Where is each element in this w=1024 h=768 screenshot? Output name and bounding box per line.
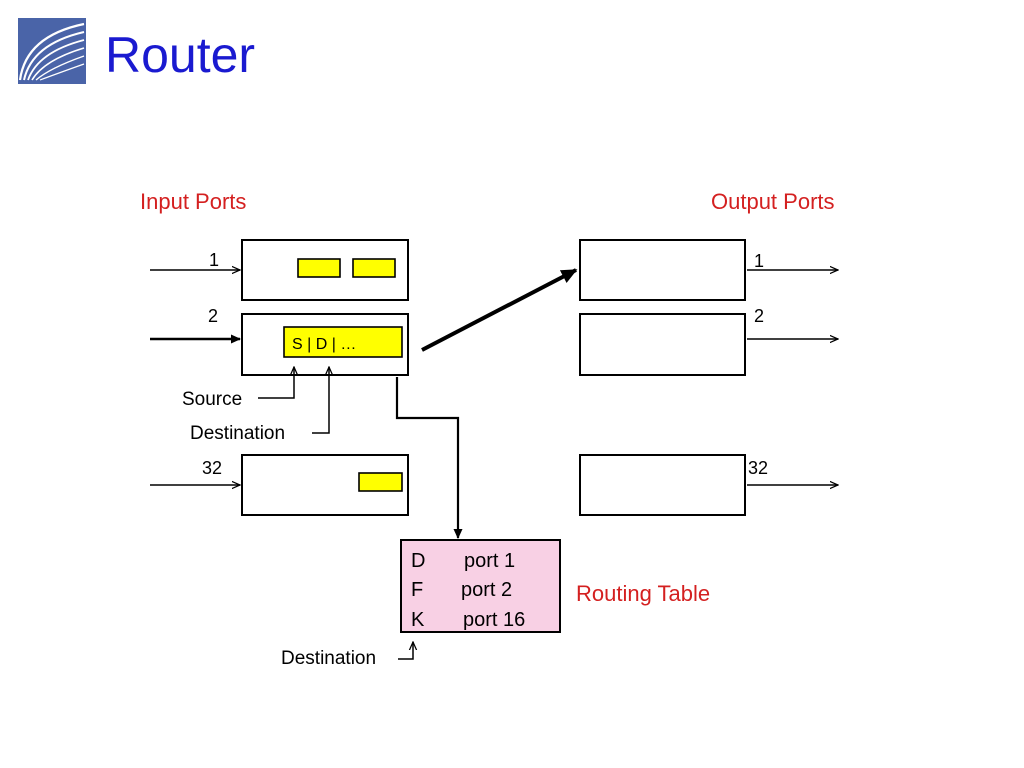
routing-entry-port: port 2 [461, 579, 512, 601]
input-port-number: 32 [202, 458, 222, 478]
packet [352, 258, 396, 278]
output-buffer [579, 239, 746, 301]
input-port-number: 1 [209, 250, 219, 270]
output-port-number: 32 [748, 458, 768, 478]
destination-lookup-label: Destination [281, 648, 376, 669]
output-port-number: 2 [754, 306, 764, 326]
source-label: Source [182, 389, 242, 410]
output-port-2: 2 [579, 306, 838, 376]
output-ports-heading: Output Ports [711, 189, 835, 214]
switch-arrow [421, 268, 578, 352]
packet-header-label: S | D | … [292, 336, 356, 353]
output-buffer [579, 313, 746, 376]
input-port-2: 2 S | D | … [150, 306, 409, 376]
routing-entry-dest: K [411, 609, 425, 631]
input-port-32: 32 [150, 454, 409, 516]
destination-callout-arrow [312, 367, 329, 434]
routing-table-box [400, 539, 561, 633]
output-buffer [579, 454, 746, 516]
output-port-1: 1 [579, 239, 838, 301]
routing-entry-port: port 1 [464, 550, 515, 572]
input-port-number: 2 [208, 306, 218, 326]
routing-entry-dest: D [411, 550, 425, 572]
routing-entry-dest: F [411, 579, 423, 601]
input-port-1: 1 [150, 239, 409, 301]
lookup-arrow [395, 377, 463, 539]
input-ports-heading: Input Ports [140, 189, 246, 214]
output-port-32: 32 [579, 454, 838, 516]
packet [358, 472, 403, 492]
logo-icon [18, 18, 86, 84]
routing-entry-port: port 16 [463, 609, 525, 631]
destination-label: Destination [190, 423, 285, 444]
packet-header [283, 326, 403, 358]
packet [297, 258, 341, 278]
destination-lookup-arrow [398, 642, 413, 660]
routing-table-heading: Routing Table [576, 581, 710, 606]
output-port-number: 1 [754, 251, 764, 271]
slide-title: Router [105, 27, 256, 83]
routing-table: D port 1 F port 2 K port 16 [400, 539, 561, 633]
source-callout-arrow [258, 367, 294, 399]
